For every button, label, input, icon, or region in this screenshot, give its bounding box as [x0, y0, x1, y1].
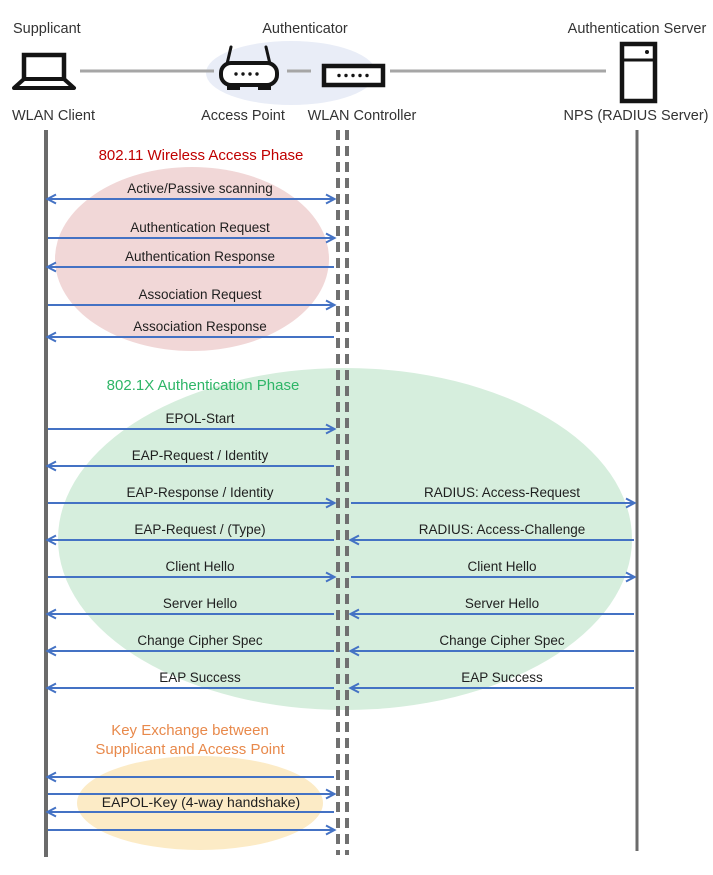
message-label: Server Hello: [465, 596, 539, 611]
phase-title-8021x: 802.1X Authentication Phase: [107, 377, 300, 394]
message-label: Authentication Response: [125, 249, 275, 264]
message-label: Active/Passive scanning: [127, 181, 273, 196]
message-label: Change Cipher Spec: [439, 633, 565, 648]
phase-title-80211: 802.11 Wireless Access Phase: [99, 147, 304, 164]
message-label: EAP Success: [159, 670, 241, 685]
phase-title-key-exchange-line2: Supplicant and Access Point: [95, 741, 285, 758]
device-wlan-controller: WLAN Controller: [308, 108, 417, 124]
key-exchange-label: EAPOL-Key (4-way handshake): [102, 794, 300, 810]
message-label: EAP Success: [461, 670, 543, 685]
message-label: Server Hello: [163, 596, 237, 611]
authenticator-halo-ellipse: [206, 41, 376, 105]
message-label: Authentication Request: [130, 220, 270, 235]
wlan-controller-icon: [321, 63, 386, 88]
message-label: Association Request: [138, 287, 261, 302]
role-authenticator: Authenticator: [262, 21, 348, 37]
phase-title-key-exchange-line1: Key Exchange between: [111, 722, 269, 739]
message-label: Association Response: [133, 319, 267, 334]
message-label: EPOL-Start: [165, 411, 234, 426]
message-label: RADIUS: Access-Challenge: [419, 522, 586, 537]
laptop-icon: [12, 52, 76, 90]
message-label: Change Cipher Spec: [137, 633, 263, 648]
access-point-icon: [219, 45, 279, 90]
message-label: EAP-Request / Identity: [132, 448, 269, 463]
message-label: EAP-Response / Identity: [126, 485, 273, 500]
message-label: Client Hello: [165, 559, 234, 574]
device-wlan-client: WLAN Client: [12, 108, 95, 124]
device-access-point: Access Point: [201, 108, 285, 124]
device-nps-radius-server: NPS (RADIUS Server): [563, 108, 708, 124]
server-icon: [619, 41, 658, 104]
role-supplicant: Supplicant: [13, 21, 81, 37]
role-authentication-server: Authentication Server: [568, 21, 707, 37]
message-label: EAP-Request / (Type): [134, 522, 265, 537]
message-label: Client Hello: [467, 559, 536, 574]
message-label: RADIUS: Access-Request: [424, 485, 580, 500]
key-exchange-ellipse: [77, 756, 323, 850]
